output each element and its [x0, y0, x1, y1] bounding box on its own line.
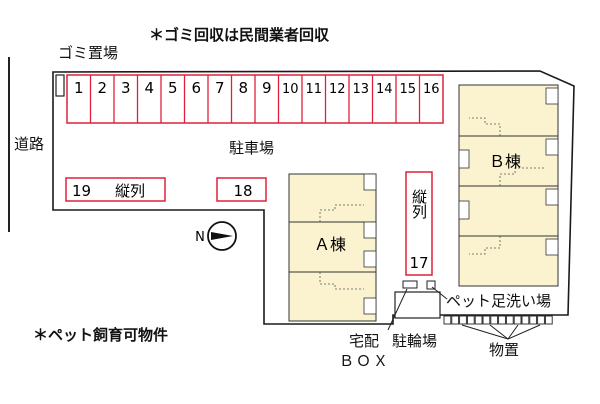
- building-a-label: Ａ棟: [314, 235, 346, 254]
- parking-space-12-number: 12: [329, 82, 346, 97]
- compass-icon: N: [195, 221, 237, 251]
- pet-foot-wash-box: [426, 280, 436, 290]
- building-a: [288, 173, 377, 322]
- parking-space-17-note: 縦列: [410, 189, 428, 220]
- parking-space-19-number: 19: [72, 182, 91, 200]
- delivery-box-label-line1: 宅配: [349, 332, 380, 350]
- parking-space-19-note: 縦列: [115, 182, 145, 200]
- compass-north-letter: N: [195, 230, 205, 245]
- pet-foot-wash-label: ペット足洗い場: [446, 292, 552, 310]
- garbage-collection-note: ＊ゴミ回収は民間業者回収: [149, 26, 330, 44]
- storage-row: [443, 315, 553, 325]
- storage-shed: [443, 315, 452, 325]
- delivery-leader-line: [387, 288, 408, 331]
- parking-space-3-number: 3: [121, 79, 131, 97]
- building-b: [458, 84, 559, 287]
- parking-space-11-number: 11: [305, 82, 322, 97]
- parking-space-15-number: 15: [399, 82, 416, 97]
- road-label: 道路: [14, 135, 45, 153]
- storage-shed: [537, 315, 545, 325]
- storage-label: 物置: [489, 341, 520, 359]
- storage-shed: [459, 315, 467, 325]
- storage-shed: [529, 315, 538, 325]
- garbage-area-box: [55, 74, 65, 97]
- parking-space-6-number: 6: [191, 79, 201, 97]
- parking-space-2-number: 2: [97, 79, 107, 97]
- building-b-label: Ｂ棟: [489, 152, 521, 171]
- bicycle-parking-box: [394, 291, 441, 319]
- storage-shed: [513, 315, 522, 325]
- parking-space-19: [65, 177, 166, 202]
- parking-space-18-number: 18: [233, 182, 252, 200]
- storage-shed: [474, 315, 483, 325]
- storage-shed: [482, 315, 491, 325]
- parking-space-7-number: 7: [215, 79, 225, 97]
- parking-space-16-number: 16: [423, 82, 440, 97]
- bicycle-parking-label: 駐輪場: [392, 332, 438, 350]
- parking-space-10-number: 10: [282, 82, 299, 97]
- parking-space-5-number: 5: [168, 79, 178, 97]
- parking-space-17: [405, 171, 433, 276]
- parking-space-1-number: 1: [74, 79, 84, 97]
- pet-wash-leader-line: [431, 286, 448, 300]
- parking-space-8-number: 8: [238, 79, 248, 97]
- storage-shed: [498, 315, 506, 325]
- parking-space-18: [216, 177, 267, 202]
- parking-label: 駐車場: [229, 139, 275, 157]
- pet-allowed-note: ＊ペット飼育可物件: [33, 326, 169, 344]
- storage-shed: [521, 315, 530, 325]
- delivery-box: [402, 280, 418, 289]
- storage-shed: [490, 315, 499, 325]
- parking-space-14-number: 14: [376, 82, 393, 97]
- storage-shed: [451, 315, 460, 325]
- delivery-box-label-line2: ＢＯＸ: [339, 352, 391, 370]
- storage-leader-lines: [461, 324, 541, 340]
- parking-space-17-number: 17: [409, 254, 428, 272]
- garbage-area-label: ゴミ置場: [58, 44, 119, 62]
- storage-shed: [505, 315, 514, 325]
- parking-space-13-number: 13: [352, 82, 369, 97]
- storage-shed: [544, 315, 553, 325]
- storage-shed: [466, 315, 475, 325]
- parking-space-9-number: 9: [262, 79, 272, 97]
- parking-space-4-number: 4: [144, 79, 154, 97]
